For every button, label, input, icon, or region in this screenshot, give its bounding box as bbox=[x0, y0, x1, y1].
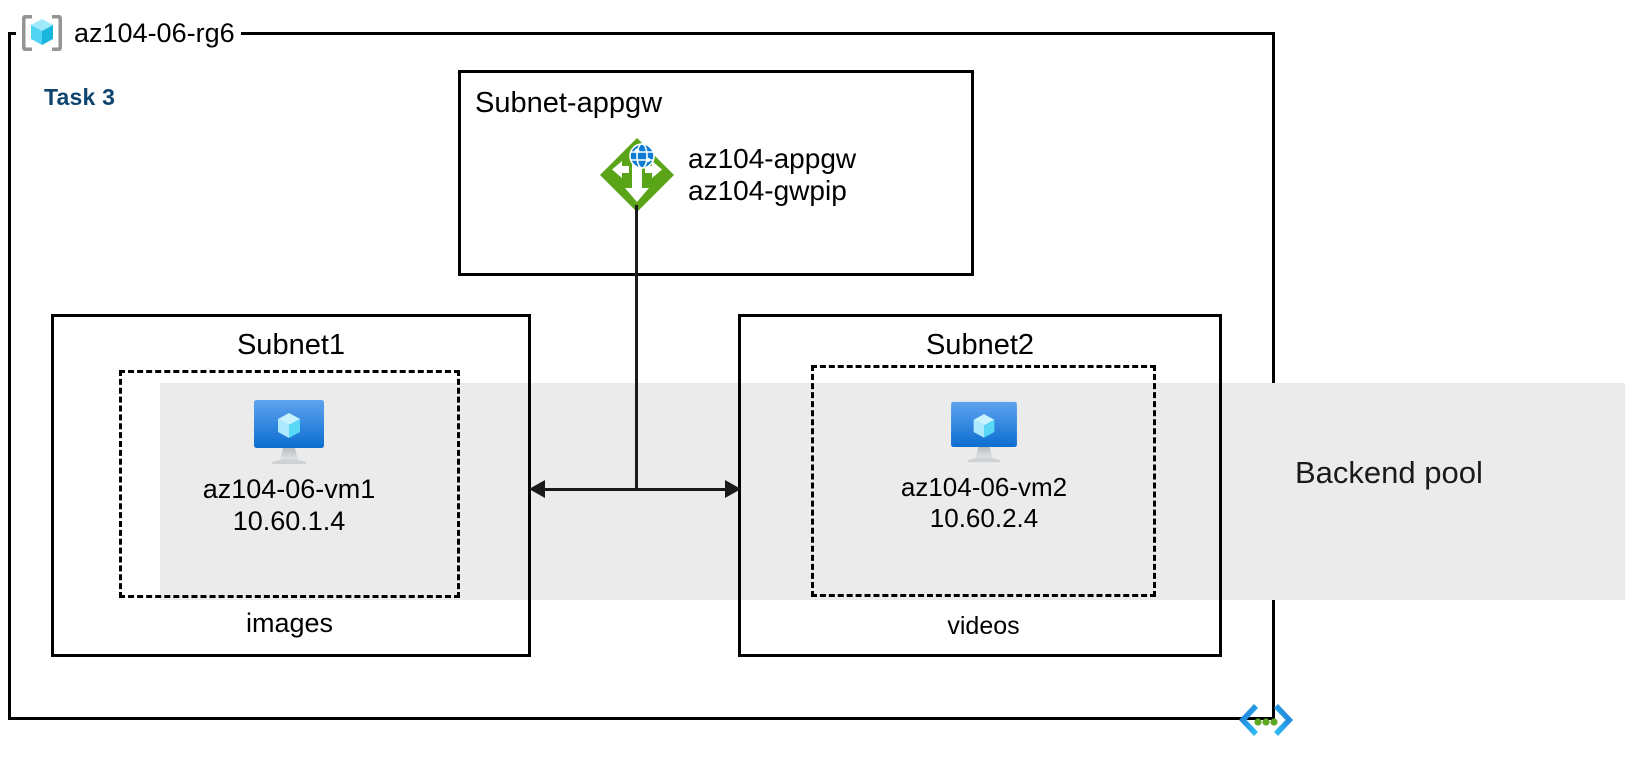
virtual-machine-icon bbox=[951, 401, 1017, 463]
backend-pool-label: Backend pool bbox=[1295, 455, 1483, 490]
vm1-node: az104-06-vm1 10.60.1.4 bbox=[160, 398, 418, 538]
subnet2-title: Subnet2 bbox=[925, 329, 1035, 361]
subnet1-title: Subnet1 bbox=[236, 329, 346, 361]
arrow-head-right-icon bbox=[725, 480, 741, 498]
application-gateway-icon bbox=[600, 138, 674, 212]
resource-group-frame bbox=[8, 32, 1275, 720]
subnet1-asg-label: images bbox=[245, 608, 334, 638]
resource-group-name: az104-06-rg6 bbox=[74, 17, 235, 48]
vm2-ip: 10.60.2.4 bbox=[929, 502, 1039, 533]
application-gateway-node: az104-appgw az104-gwpip bbox=[598, 136, 856, 214]
subnet-link-line bbox=[535, 488, 735, 491]
code-brackets-icon bbox=[1239, 704, 1293, 736]
vm1-ip: 10.60.1.4 bbox=[232, 505, 346, 536]
appgw-name: az104-appgw bbox=[688, 142, 857, 174]
subnet1-asg-box bbox=[119, 370, 460, 598]
subnet2-asg-label: videos bbox=[947, 612, 1020, 640]
subnet-appgw-box: Subnet-appgw bbox=[458, 70, 974, 276]
appgw-vertical-connector bbox=[635, 205, 638, 490]
gwpip-name: az104-gwpip bbox=[688, 175, 847, 206]
backend-pool-band bbox=[160, 383, 1625, 600]
resource-group-cube-icon bbox=[22, 15, 62, 51]
vm2-name: az104-06-vm2 bbox=[900, 472, 1068, 502]
virtual-machine-icon bbox=[254, 400, 324, 464]
subnet2-asg-box bbox=[811, 365, 1156, 597]
resource-group-title: az104-06-rg6 bbox=[16, 15, 241, 51]
vm1-name: az104-06-vm1 bbox=[202, 474, 376, 504]
arrow-head-left-icon bbox=[529, 480, 545, 498]
task-label: Task 3 bbox=[44, 84, 116, 110]
subnet-appgw-title: Subnet-appgw bbox=[475, 87, 663, 119]
vm2-node: az104-06-vm2 10.60.2.4 bbox=[856, 400, 1112, 533]
